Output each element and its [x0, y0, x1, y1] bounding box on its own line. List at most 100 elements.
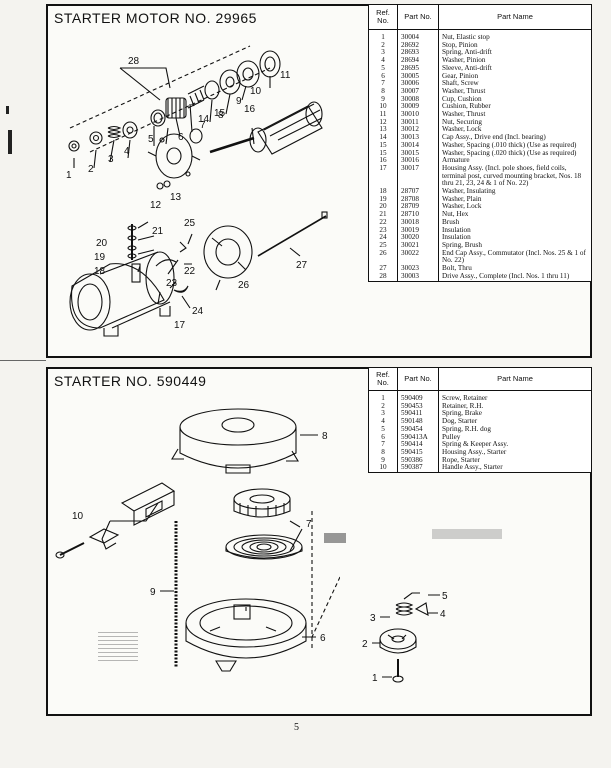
part-name-cell: Housing Assy., Starter [438, 448, 592, 457]
scan-smudge [432, 529, 502, 539]
callout-21: 21 [152, 226, 164, 237]
part-name-cell: Handle Assy., Starter [438, 463, 592, 474]
callout-1: 1 [372, 673, 378, 684]
part-name-cell: Drive Assy., Complete (Incl. Nos. 1 thru… [438, 272, 592, 282]
part-name-cell: Spring, Anti-drift [438, 49, 592, 58]
header-part-no: Part No. [397, 4, 439, 30]
callout-5: 5 [442, 591, 448, 602]
part-name-cell: Cap Assy., Drive end (Incl. bearing) [438, 133, 592, 142]
part-name-cell: Gear, Pinion [438, 72, 592, 81]
part-name-cell: Cup, Cushion [438, 95, 592, 104]
callout-7: 7 [306, 519, 312, 530]
part-name-cell: Spring, Brake [438, 410, 592, 419]
part-name-cell: Washer, Lock [438, 203, 592, 212]
ref-no-cell: 26 [368, 249, 398, 266]
callout-2: 2 [362, 639, 368, 650]
part-name-cell: Armature [438, 157, 592, 165]
callout-19: 19 [94, 252, 106, 263]
part-no-cell: 30022 [397, 249, 439, 266]
callout-9: 9 [150, 587, 156, 598]
callout-12: 12 [150, 200, 162, 211]
callout-13: 13 [170, 192, 182, 203]
callout-10: 10 [250, 86, 262, 97]
part-name-cell: Stop, Pinion [438, 41, 592, 50]
scan-smudge [98, 631, 138, 661]
callout-3: 3 [370, 613, 376, 624]
callout-15: 15 [214, 108, 226, 119]
callout-2: 2 [88, 164, 94, 175]
part-no-cell: 30003 [397, 272, 439, 282]
callout-24: 24 [192, 306, 204, 317]
callout-26: 26 [238, 280, 250, 291]
scan-smudge [324, 533, 346, 543]
part-name-cell: Rope, Starter [438, 456, 592, 465]
header-part-name: Part Name [438, 4, 592, 30]
ref-no-cell: 10 [368, 463, 398, 474]
part-name-cell: Dog, Starter [438, 417, 592, 426]
part-name-cell: Nut, Securing [438, 118, 592, 127]
callout-4: 4 [124, 146, 130, 157]
callout-23: 23 [166, 278, 178, 289]
ref-no-cell: 17 [368, 164, 398, 189]
scan-mark [0, 360, 46, 361]
part-name-cell: Spring, Brush [438, 241, 592, 250]
callout-8: 8 [322, 431, 328, 442]
pulley-detail-diagram: 5 4 3 2 1 [362, 591, 448, 684]
page-number: 5 [294, 722, 299, 733]
starter-motor-title: STARTER MOTOR NO. 29965 [54, 10, 257, 26]
part-name-cell: Housing Assy. (Incl. pole shoes, field c… [438, 164, 592, 189]
part-name-cell: Sleeve, Anti-drift [438, 64, 592, 73]
ref-no-cell: 28 [368, 272, 398, 282]
part-name-cell: Washer, Thrust [438, 87, 592, 96]
part-name-cell: Pulley [438, 433, 592, 442]
part-name-cell: Washer, Plain [438, 195, 592, 204]
scan-mark [8, 130, 12, 154]
part-name-cell: Nut, Hex [438, 210, 592, 219]
callout-5: 5 [148, 134, 154, 145]
part-name-cell: End Cap Assy., Commutator (Incl. Nos. 25… [438, 249, 592, 266]
header-part-name: Part Name [438, 367, 592, 391]
callout-17: 17 [174, 320, 186, 331]
part-name-cell: Washer, Spacing (.010 thick) (Use as req… [438, 141, 592, 150]
header-part-no: Part No. [397, 367, 439, 391]
header-ref-no: Ref. No. [368, 367, 398, 391]
callout-7: 7 [200, 120, 206, 131]
callout-9: 9 [236, 96, 242, 107]
starter-motor-diagram: 1 2 3 4 5 6 7 8 9 10 11 12 13 14 15 16 1… [66, 45, 328, 337]
starter-panel: STARTER NO. 590449 [46, 367, 592, 716]
callout-6: 6 [178, 132, 184, 143]
callout-27: 27 [296, 260, 308, 271]
callout-22: 22 [184, 266, 196, 277]
